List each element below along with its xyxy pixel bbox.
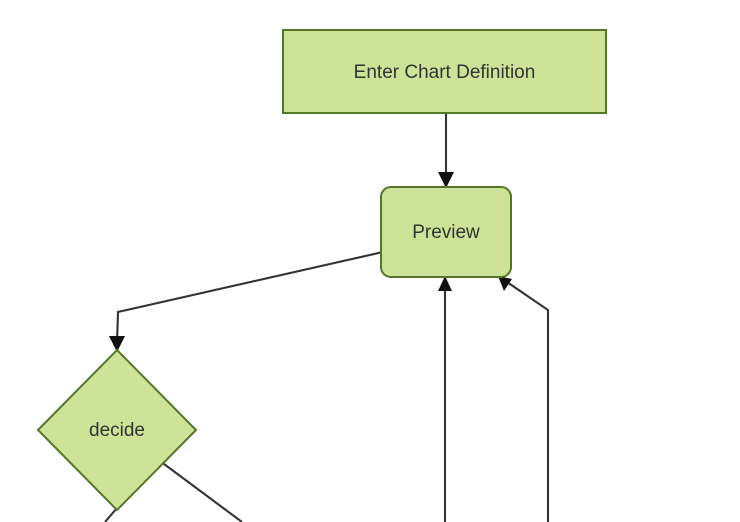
edge-into-preview-bottom-right [498,276,550,522]
edge-line [159,460,243,522]
edge-into-preview-bottom [438,276,452,522]
node-rounded-rectangle-shape [380,186,512,278]
edge-line [104,507,118,522]
arrowhead-icon [109,336,125,352]
edge-line [506,281,550,522]
node-preview[interactable]: Preview [380,186,512,278]
node-label-preview: Preview [412,222,480,243]
node-label-decide: decide [89,420,145,441]
node-label-enter-chart-definition: Enter Chart Definition [354,62,536,83]
edge-line [115,250,384,344]
node-diamond-shape [36,348,198,512]
edge-enter-to-preview [438,113,454,188]
edge-decide-out-right [159,460,243,522]
arrowhead-icon [438,276,452,291]
arrowhead-icon [438,172,454,188]
node-enter-chart-definition[interactable]: Enter Chart Definition [282,29,607,114]
edge-preview-to-decide [109,250,384,352]
edge-decide-out-bottom [104,507,118,522]
arrowhead-icon [498,276,512,291]
node-rectangle-shape [282,29,607,114]
node-decide[interactable]: decide [36,348,198,512]
